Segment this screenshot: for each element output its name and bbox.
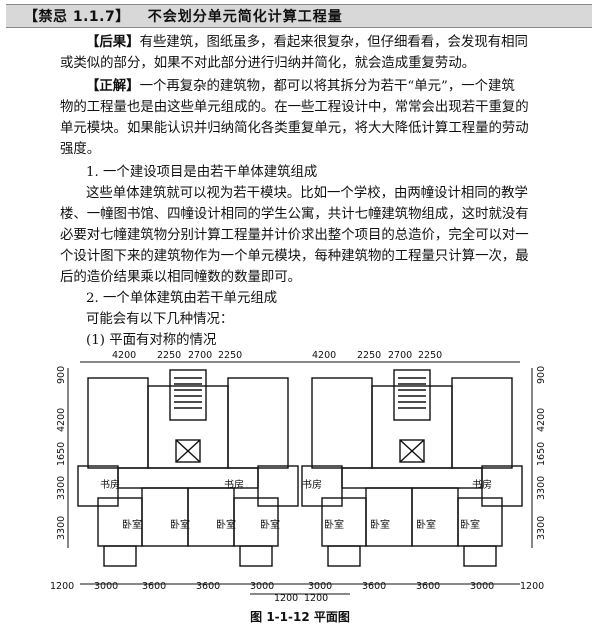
- correct-line-4: 强度。: [60, 142, 101, 157]
- elevator-core: [399, 439, 425, 463]
- floor-plan: 4200 2250 2700 2250 4200 2250 2700 2250 …: [50, 350, 547, 604]
- bottom-dim: 3000: [308, 581, 332, 592]
- sub1-heading: (1) 平面有对称的情况: [86, 333, 217, 348]
- correct-label: 【正解】: [86, 79, 140, 94]
- top-dim: 4200: [312, 350, 336, 361]
- bottom-dim: 3000: [470, 581, 494, 592]
- bottom-dim: 3000: [250, 581, 274, 592]
- right-dim: 900: [536, 366, 547, 384]
- wall: [147, 385, 229, 469]
- corridor: [117, 467, 259, 489]
- section-title-bar: 【禁忌 1.1.7】 不会划分单元简化计算工程量: [6, 4, 592, 28]
- bottom-dim: 3600: [362, 581, 386, 592]
- left-dim: 900: [56, 366, 67, 384]
- balcony: [463, 545, 497, 567]
- right-dim: 1650: [536, 442, 547, 466]
- room-label-study: 书房: [302, 478, 322, 491]
- room-label-study: 书房: [472, 478, 492, 491]
- bottom-dim: 1200: [520, 581, 544, 592]
- bedroom: [365, 487, 413, 547]
- correct-line-1: 一个再复杂的建筑物，都可以将其拆分为若干“单元”，一个建筑: [139, 79, 515, 94]
- correct-paragraph: 【正解】一个再复杂的建筑物，都可以将其拆分为若干“单元”，一个建筑 物的工程量也…: [60, 76, 566, 160]
- stair-wall: [393, 369, 431, 421]
- corridor: [341, 467, 483, 489]
- elevator-core: [175, 439, 201, 463]
- top-dim: 2250: [357, 350, 381, 361]
- room-label-bedroom: 卧室: [324, 518, 344, 531]
- section-tag: 【禁忌 1.1.7】: [24, 9, 130, 25]
- item1-line-4: 个设计图下来的建筑物作为一个单元模块，每种建筑物的工程量只计算一次，最: [60, 249, 529, 264]
- item2-block: 2. 一个单体建筑由若干单元组成 可能会有以下几种情况： (1) 平面有对称的情…: [86, 288, 566, 351]
- balcony: [103, 545, 137, 567]
- item1-line-1: 这些单体建筑就可以视为若干模块。比如一个学校，由两幢设计相同的教学: [86, 186, 528, 201]
- top-dim: 2250: [218, 350, 242, 361]
- bedroom: [411, 487, 459, 547]
- room-label-bedroom: 卧室: [260, 518, 280, 531]
- wall: [371, 385, 453, 469]
- item2-line-1: 可能会有以下几种情况：: [86, 312, 234, 327]
- item2-heading: 2. 一个单体建筑由若干单元组成: [86, 291, 278, 306]
- bottom-mid-dim: 1200: [274, 593, 298, 604]
- room-label-bedroom: 卧室: [170, 518, 190, 531]
- section-title: 不会划分单元简化计算工程量: [147, 9, 343, 25]
- left-dim: 1650: [56, 442, 67, 466]
- top-dim: 2250: [418, 350, 442, 361]
- bottom-mid-dim: 1200: [304, 593, 328, 604]
- stair-wall: [169, 369, 207, 421]
- room-label-bedroom: 卧室: [216, 518, 236, 531]
- bottom-dim: 1200: [50, 581, 74, 592]
- bottom-dim: 3600: [196, 581, 220, 592]
- bedroom: [141, 487, 189, 547]
- consequence-line-1: 有些建筑，图纸虽多，看起来很复杂，但仔细看看，会发现有相同: [139, 35, 528, 50]
- item1-line-2: 楼、一幢图书馆、四幢设计相同的学生公寓，共计七幢建筑物组成，这时就没有: [60, 207, 529, 222]
- bottom-dim: 3600: [142, 581, 166, 592]
- consequence-line-2: 或类似的部分，如果不对此部分进行归纳并简化，就会造成重复劳动。: [60, 56, 476, 71]
- room-label-study: 书房: [224, 478, 244, 491]
- item1-line-5: 后的造价结果乘以相同幢数的数量即可。: [60, 270, 302, 285]
- room-label-bedroom: 卧室: [416, 518, 436, 531]
- balcony: [239, 545, 273, 567]
- room-label-bedroom: 卧室: [460, 518, 480, 531]
- wall: [87, 377, 149, 469]
- bedroom: [187, 487, 235, 547]
- wall: [227, 377, 289, 469]
- item1-block: 1. 一个建设项目是由若干单体建筑组成 这些单体建筑就可以视为若干模块。比如一个…: [60, 162, 566, 288]
- top-dim: 2700: [388, 350, 412, 361]
- figure-caption: 图 1-1-12 平面图: [250, 610, 350, 624]
- wall: [451, 377, 513, 469]
- consequence-label: 【后果】: [86, 35, 140, 50]
- balcony: [327, 545, 361, 567]
- left-dim: 3300: [56, 516, 67, 540]
- top-dim: 2700: [188, 350, 212, 361]
- top-dim: 4200: [112, 350, 136, 361]
- left-dim: 3300: [56, 476, 67, 500]
- correct-line-2: 物的工程量也是由这些单元组成的。在一些工程设计中，常常会出现若干重复的: [60, 100, 529, 115]
- bottom-dim: 3000: [94, 581, 118, 592]
- wall: [311, 377, 373, 469]
- bottom-dim: 3600: [416, 581, 440, 592]
- right-dim: 3300: [536, 476, 547, 500]
- room-label-study: 书房: [100, 478, 120, 491]
- top-dim: 2250: [157, 350, 181, 361]
- elevator-cross: [399, 439, 425, 463]
- consequence-paragraph: 【后果】有些建筑，图纸虽多，看起来很复杂，但仔细看看，会发现有相同 或类似的部分…: [60, 32, 566, 74]
- room-label-bedroom: 卧室: [122, 518, 142, 531]
- elevator-cross: [175, 439, 201, 463]
- correct-line-3: 单元模块。如果能认识并归纳简化各类重复单元，将大大降低计算工程量的劳动: [60, 121, 529, 136]
- item1-line-3: 必要对七幢建筑物分别计算工程量并计价求出整个项目的总造价，完全可以对一: [60, 228, 529, 243]
- right-dim: 4200: [536, 408, 547, 432]
- item1-heading: 1. 一个建设项目是由若干单体建筑组成: [86, 165, 318, 180]
- left-dim: 4200: [56, 408, 67, 432]
- room-label-bedroom: 卧室: [370, 518, 390, 531]
- right-dim: 3300: [536, 516, 547, 540]
